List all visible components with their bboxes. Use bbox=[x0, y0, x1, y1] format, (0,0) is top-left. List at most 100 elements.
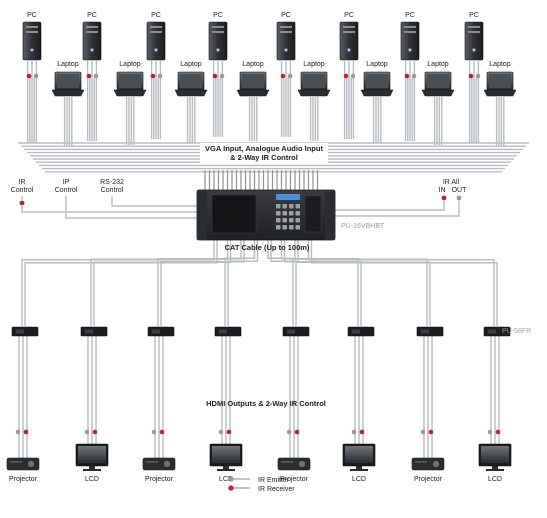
output-label-4: LCD bbox=[219, 476, 233, 483]
output-label-7: Projector bbox=[414, 476, 443, 483]
legend-ir-emitter: IR Emitter bbox=[258, 477, 290, 484]
ir-emitter-dot bbox=[157, 73, 163, 79]
output-ir-emitter-dot bbox=[420, 429, 426, 435]
output-ir-emitter-dot bbox=[84, 429, 90, 435]
hdmi-receiver bbox=[483, 326, 511, 337]
pc-label-5: PC bbox=[281, 12, 291, 19]
input-bundle-label-line1: VGA Input, Analogue Audio Input bbox=[205, 144, 323, 153]
output-ir-receiver-dot bbox=[159, 429, 165, 435]
output-ir-receiver-dot bbox=[92, 429, 98, 435]
ir-receiver-swatch bbox=[228, 485, 234, 491]
projector-icon bbox=[6, 457, 40, 471]
pc-icon bbox=[208, 21, 228, 61]
pc-icon bbox=[400, 21, 420, 61]
ir-emitter-dot bbox=[411, 73, 417, 79]
ir-receiver-dot bbox=[280, 73, 286, 79]
ir-control-label-2: Control bbox=[11, 187, 34, 194]
lcd-icon bbox=[209, 443, 243, 471]
cable-layer bbox=[18, 61, 529, 458]
ir-out-label: OUT bbox=[452, 187, 468, 194]
output-ir-receiver-dot bbox=[294, 429, 300, 435]
laptop-label-8: Laptop bbox=[489, 61, 511, 68]
ir-control-receiver-dot bbox=[19, 200, 25, 206]
output-ir-emitter-dot bbox=[218, 429, 224, 435]
laptop-label-3: Laptop bbox=[180, 61, 202, 68]
laptop-icon bbox=[174, 71, 208, 97]
ip-control-label-2: Control bbox=[55, 187, 78, 194]
projector-icon bbox=[142, 457, 176, 471]
hdmi-receiver bbox=[11, 326, 39, 337]
ir-emitter-dot bbox=[93, 73, 99, 79]
ir-receiver-dot bbox=[343, 73, 349, 79]
ir-emitter-dot bbox=[219, 73, 225, 79]
laptop-label-6: Laptop bbox=[366, 61, 388, 68]
output-ir-emitter-dot bbox=[487, 429, 493, 435]
laptop-label-1: Laptop bbox=[57, 61, 79, 68]
output-label-8: LCD bbox=[488, 476, 502, 483]
ir-in-label: IN bbox=[439, 187, 446, 194]
laptop-icon bbox=[297, 71, 331, 97]
hdmi-outputs-label: HDMI Outputs & 2-Way IR Control bbox=[206, 399, 326, 408]
cat-cable-label: CAT Cable (Up to 100m) bbox=[225, 243, 310, 252]
output-label-3: Projector bbox=[145, 476, 174, 483]
ir-receiver-dot bbox=[26, 73, 32, 79]
hdmi-receiver bbox=[416, 326, 444, 337]
ir-receiver-dot bbox=[86, 73, 92, 79]
laptop-icon bbox=[421, 71, 455, 97]
laptop-icon bbox=[483, 71, 517, 97]
laptop-icon bbox=[360, 71, 394, 97]
laptop-label-4: Laptop bbox=[242, 61, 264, 68]
output-label-5: Projector bbox=[280, 476, 309, 483]
output-ir-receiver-dot bbox=[226, 429, 232, 435]
input-bundle-label-line2: & 2-Way IR Control bbox=[230, 153, 298, 162]
lcd-icon bbox=[478, 443, 512, 471]
ir-receiver-dot bbox=[468, 73, 474, 79]
matrix-display bbox=[276, 194, 300, 200]
pc-label-2: PC bbox=[87, 12, 97, 19]
lcd-icon bbox=[342, 443, 376, 471]
ir-receiver-dot bbox=[150, 73, 156, 79]
laptop-icon bbox=[113, 71, 147, 97]
matrix-model-label: PU-16VBHBT bbox=[341, 223, 385, 230]
output-ir-emitter-dot bbox=[15, 429, 21, 435]
pc-label-6: PC bbox=[344, 12, 354, 19]
ir-control-label-1: IR bbox=[19, 179, 26, 186]
output-label-6: LCD bbox=[352, 476, 366, 483]
laptop-label-5: Laptop bbox=[303, 61, 325, 68]
rs232-control-label-1: RS-232 bbox=[100, 179, 124, 186]
pc-icon bbox=[22, 21, 42, 61]
laptop-label-7: Laptop bbox=[427, 61, 449, 68]
hdmi-receiver bbox=[347, 326, 375, 337]
pc-label-1: PC bbox=[27, 12, 37, 19]
pc-label-4: PC bbox=[213, 12, 223, 19]
pc-icon bbox=[464, 21, 484, 61]
ir-all-label: IR All bbox=[443, 179, 460, 186]
pc-label-7: PC bbox=[405, 12, 415, 19]
pc-icon bbox=[146, 21, 166, 61]
legend-ir-receiver: IR Receiver bbox=[258, 486, 295, 493]
ir-emitter-dot bbox=[350, 73, 356, 79]
hdmi-receiver bbox=[80, 326, 108, 337]
ir-emitter-dot bbox=[287, 73, 293, 79]
ir-emitter-swatch bbox=[228, 476, 234, 482]
output-ir-receiver-dot bbox=[495, 429, 501, 435]
output-ir-emitter-dot bbox=[351, 429, 357, 435]
hdmi-receiver bbox=[214, 326, 242, 337]
output-ir-emitter-dot bbox=[151, 429, 157, 435]
laptop-label-2: Laptop bbox=[119, 61, 141, 68]
laptop-icon bbox=[236, 71, 270, 97]
projector-icon bbox=[411, 457, 445, 471]
output-label-1: Projector bbox=[9, 476, 38, 483]
pc-icon bbox=[82, 21, 102, 61]
output-ir-receiver-dot bbox=[359, 429, 365, 435]
ir-receiver-dot bbox=[404, 73, 410, 79]
rs232-control-label-2: Control bbox=[101, 187, 124, 194]
output-ir-receiver-dot bbox=[428, 429, 434, 435]
legend: IR Emitter IR Receiver bbox=[228, 476, 295, 493]
output-label-2: LCD bbox=[85, 476, 99, 483]
pc-label-8: PC bbox=[469, 12, 479, 19]
matrix-switcher bbox=[196, 189, 336, 241]
hdmi-receiver bbox=[282, 326, 310, 337]
